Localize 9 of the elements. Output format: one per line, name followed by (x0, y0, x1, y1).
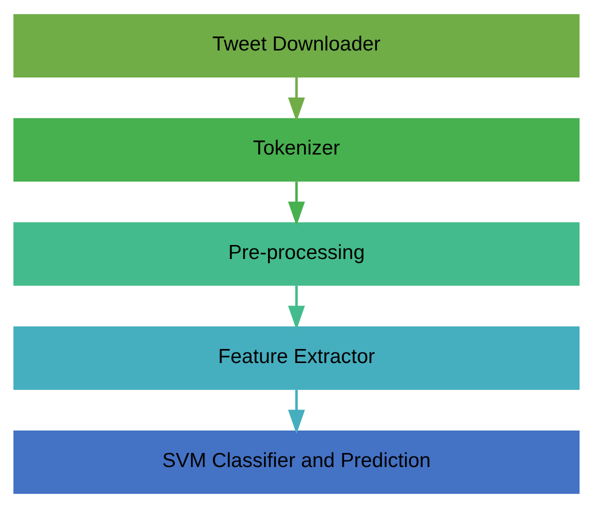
node-box: Feature Extractor (13, 326, 580, 390)
node-box: Tweet Downloader (13, 14, 580, 78)
node-box: Pre-processing (13, 222, 580, 286)
node-box: SVM Classifier and Prediction (13, 430, 580, 494)
arrow (288, 182, 305, 226)
node-box: Tokenizer (13, 118, 580, 182)
arrow (288, 390, 305, 434)
arrow (288, 286, 305, 330)
arrow (288, 78, 305, 122)
